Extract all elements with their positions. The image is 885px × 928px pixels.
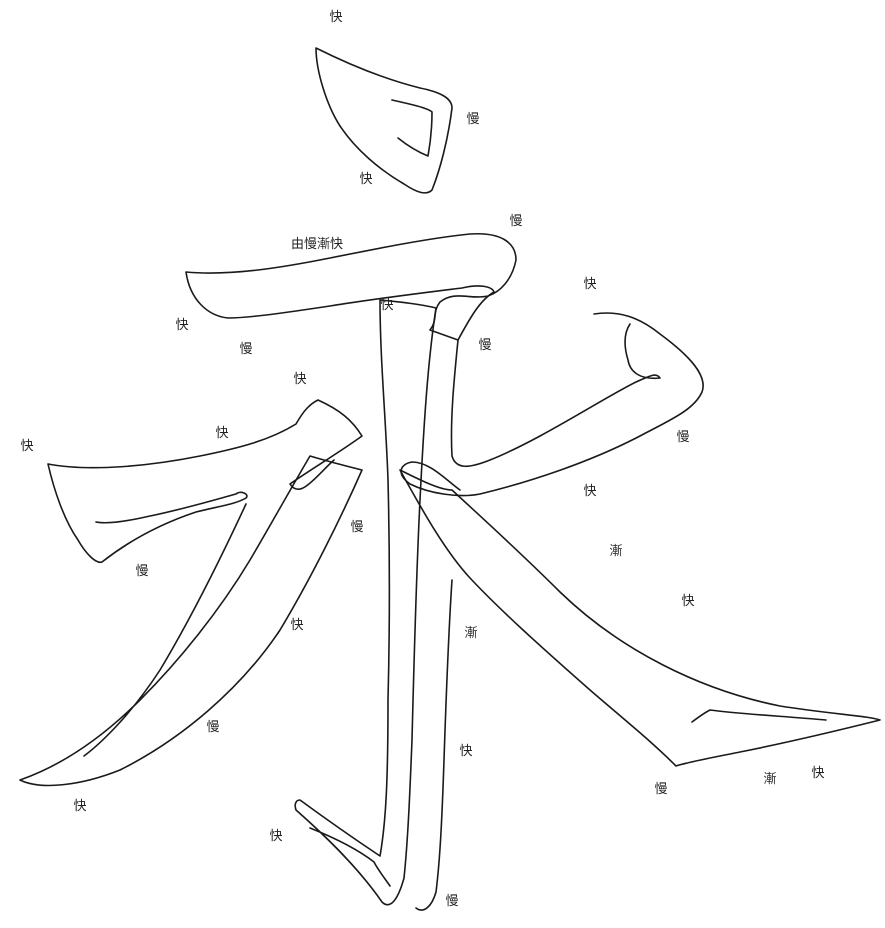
label-man: 慢 [654,783,667,797]
label-kuai: 快 [20,440,33,454]
right-vertical-hook-outline [401,313,703,496]
lower-vertical-outline [416,580,452,910]
label-man: 慢 [445,895,458,909]
label-man: 慢 [239,343,252,357]
label-kuai: 快 [73,800,86,814]
label-kuai: 快 [583,485,596,499]
left-falling-stroke-outline [20,456,362,785]
label-kuai: 快 [269,830,282,844]
label-man: 慢 [676,431,689,445]
left-hook-stroke-outline [48,400,362,562]
label-man: 慢 [509,215,522,229]
label-kuai: 快 [293,373,306,387]
label-jian: 漸 [464,627,477,641]
label-kuai: 快 [811,767,824,781]
label-jian: 漸 [609,545,622,559]
label-kuai: 快 [583,278,596,292]
label-kuai: 快 [290,619,303,633]
label-you-man-jian-kuai: 由慢漸快 [291,238,343,252]
label-kuai: 快 [175,319,188,333]
label-man: 慢 [350,521,363,535]
label-kuai: 快 [215,427,228,441]
dot-stroke-outline [316,48,452,193]
label-jian: 漸 [763,773,776,787]
label-kuai: 快 [359,173,372,187]
horizontal-hook-stroke-outline [186,234,516,340]
right-falling-stroke-outline [400,470,880,766]
label-kuai: 快 [681,595,694,609]
label-man: 慢 [135,565,148,579]
label-man: 慢 [478,339,491,353]
label-man: 慢 [206,721,219,735]
label-kuai: 快 [329,11,342,25]
label-man: 慢 [466,113,479,127]
label-kuai: 快 [459,745,472,759]
vertical-main-stroke-outline [295,300,436,905]
label-kuai: 快 [380,299,393,313]
